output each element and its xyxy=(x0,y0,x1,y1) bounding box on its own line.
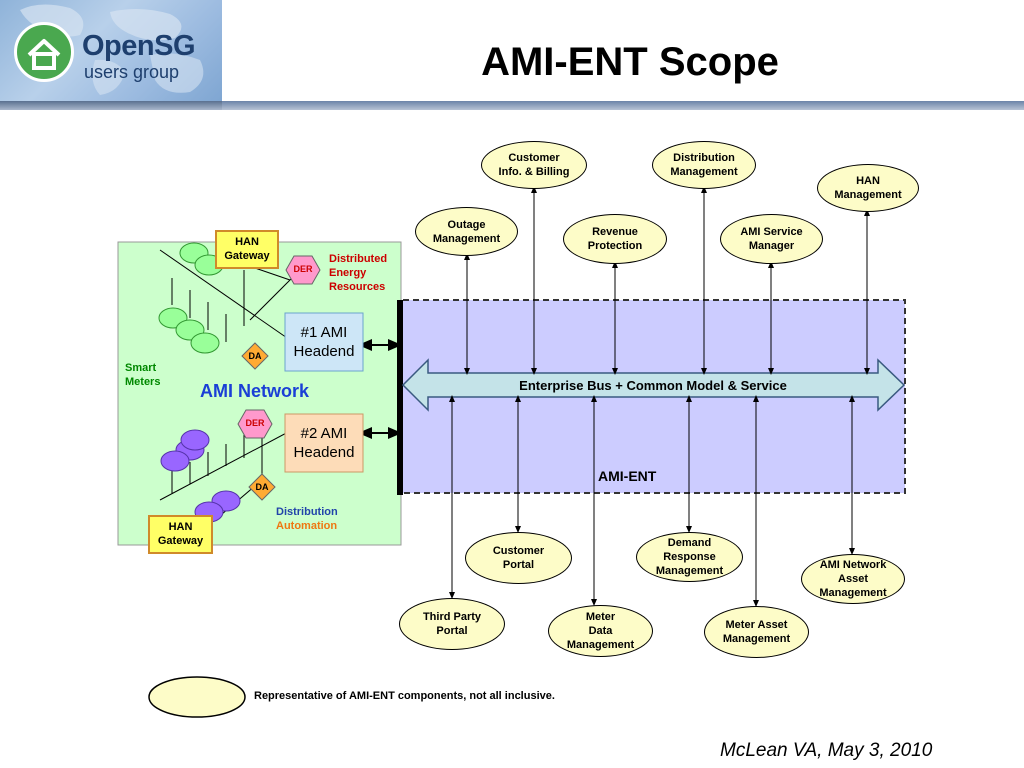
headend1-box xyxy=(284,312,364,372)
der-hexagon-top xyxy=(285,255,321,285)
der-hexagon-bottom xyxy=(237,409,273,439)
automation-label: Automation xyxy=(276,520,338,532)
han-management: HAN Management xyxy=(817,164,919,212)
revenue-protection: Revenue Protection xyxy=(563,214,667,264)
distributed-energy-label: Distributed Energy Resources xyxy=(329,253,388,293)
han-gateway-top-label: HAN Gateway xyxy=(224,236,270,262)
da-top-label: DA xyxy=(248,351,262,361)
world-map-icon xyxy=(20,4,204,95)
demand-response-management: Demand Response Management xyxy=(636,532,743,582)
legend-text: Representative of AMI-ENT components, no… xyxy=(254,690,555,702)
ami-network-title: AMI Network xyxy=(200,381,310,401)
customer-info-billing: Customer Info. & Billing xyxy=(481,141,587,189)
ami-ent-label: AMI-ENT xyxy=(598,468,657,484)
logo-subtitle: users group xyxy=(84,62,180,82)
footer-text: McLean VA, May 3, 2010 xyxy=(720,740,933,761)
der-bottom-label: DER xyxy=(245,418,265,428)
purple-meters xyxy=(160,429,241,523)
outage-management: Outage Management xyxy=(415,207,518,256)
customer-portal: Customer Portal xyxy=(465,532,572,584)
legend-ellipse xyxy=(148,676,246,718)
third-party-portal: Third Party Portal xyxy=(399,598,505,650)
house-icon xyxy=(14,22,74,82)
logo-name: OpenSG xyxy=(82,30,196,62)
da-diamond-top xyxy=(241,342,269,370)
ami-network-asset-management: AMI Network Asset Management xyxy=(801,554,905,604)
meter-data-management: Meter Data Management xyxy=(548,605,653,657)
distribution-management: Distribution Management xyxy=(652,141,756,189)
opensg-logo: OpenSG users group xyxy=(0,0,222,101)
enterprise-bus-arrow xyxy=(401,358,906,412)
da-diamond-bottom xyxy=(248,473,276,501)
network-boundary-bar xyxy=(397,300,403,495)
header-rule xyxy=(222,101,1024,110)
enterprise-bus-label: Enterprise Bus + Common Model & Service xyxy=(519,378,787,393)
meter-asset-management: Meter Asset Management xyxy=(704,606,809,658)
header-rule-left xyxy=(0,101,222,110)
headend2-label: #2 AMI Headend xyxy=(293,425,355,461)
headend1-label: #1 AMI Headend xyxy=(293,324,355,360)
page-title: AMI-ENT Scope xyxy=(481,40,779,84)
han-gateway-bottom-label: HAN Gateway xyxy=(157,521,204,547)
smart-meters-label: Smart Meters xyxy=(125,362,161,388)
ami-service-manager: AMI Service Manager xyxy=(720,214,823,264)
headend2-box xyxy=(284,413,364,473)
der-top-label: DER xyxy=(293,264,313,274)
han-gateway-bottom-box xyxy=(148,515,213,554)
distribution-label: Distribution xyxy=(276,506,338,518)
da-bottom-label: DA xyxy=(255,482,269,492)
han-gateway-top-box xyxy=(215,230,279,269)
